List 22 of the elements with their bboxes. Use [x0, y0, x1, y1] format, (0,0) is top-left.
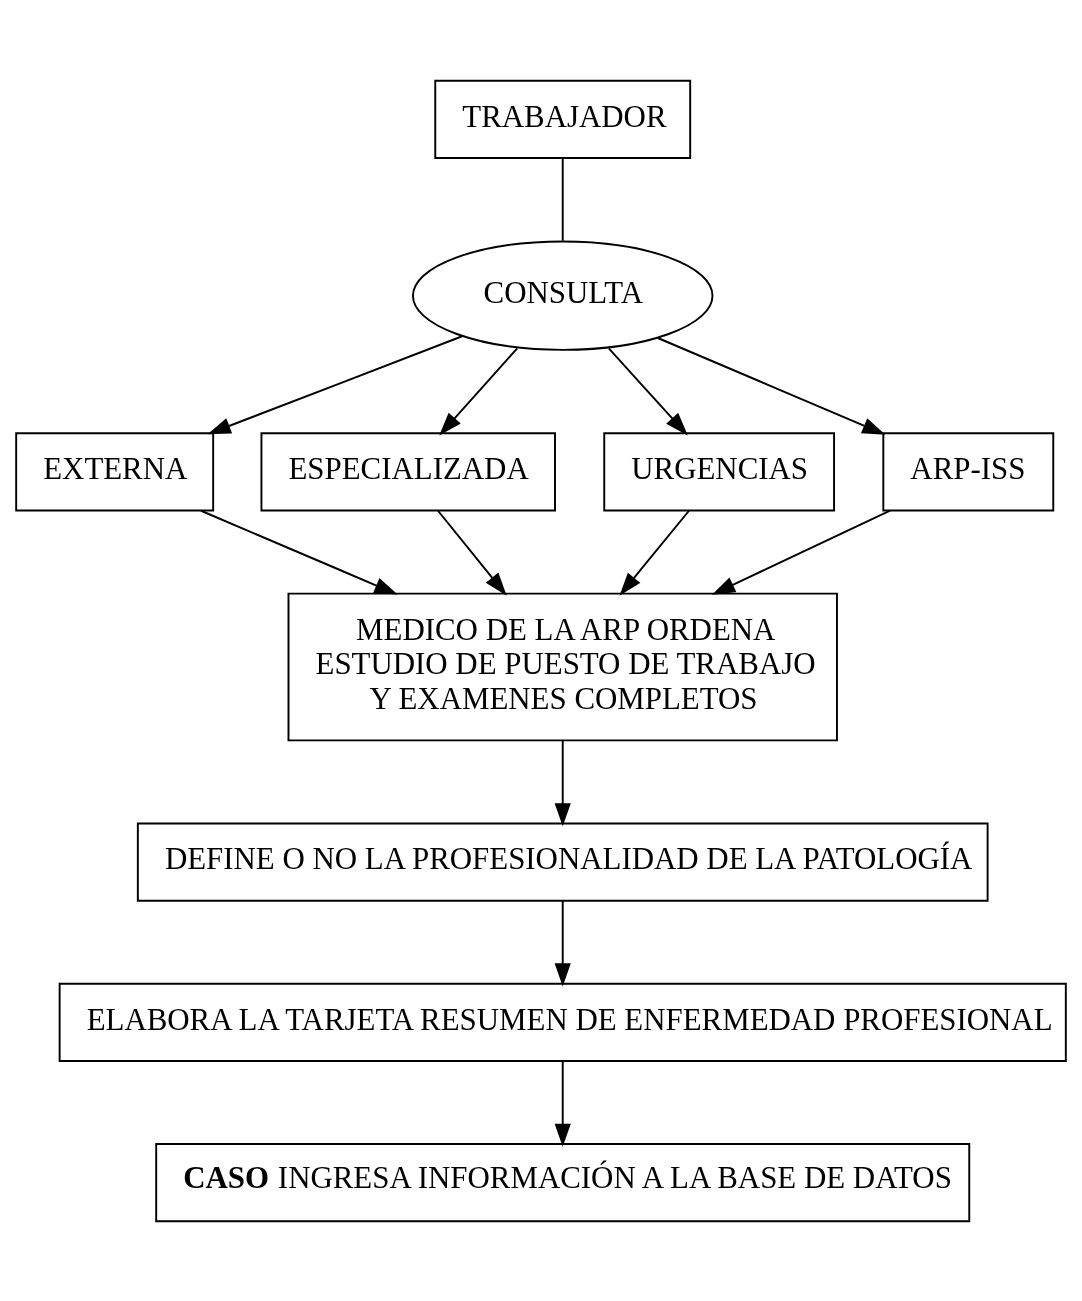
node-box: ARP-ISS — [882, 431, 1055, 512]
arrow — [200, 509, 398, 595]
node-box: MEDICO DE LA ARP ORDENA ESTUDIO DE PUESTO DE TRABAJO Y EXAMENES COMPLETOS — [287, 592, 838, 741]
node-box: DEFINE O NO LA PROFESIONALIDAD DE LA PATOLOGÍA — [136, 821, 989, 902]
node-box: EXTERNA — [15, 431, 215, 512]
node-box: ELABORA LA TARJETA RESUMEN DE ENFERMEDAD PROFESIONAL — [58, 982, 1067, 1062]
arrow — [607, 346, 688, 435]
node-box: TRABAJADOR — [434, 79, 692, 159]
node-box: ESPECIALIZADA — [260, 431, 556, 512]
arrow — [554, 739, 571, 826]
arrow — [437, 509, 507, 596]
arrow — [711, 509, 892, 595]
arrow — [619, 509, 690, 596]
node-ellipse: CONSULTA — [411, 240, 714, 351]
arrow — [439, 346, 519, 435]
arrow — [207, 334, 464, 434]
connector — [561, 157, 564, 242]
node-box: CASO INGRESA INFORMACIÓN A LA BASE DE DATOS — [155, 1142, 971, 1222]
arrow — [554, 899, 571, 987]
arrow — [554, 1059, 571, 1147]
node-box: URGENCIAS — [603, 431, 836, 512]
arrow — [656, 336, 886, 435]
